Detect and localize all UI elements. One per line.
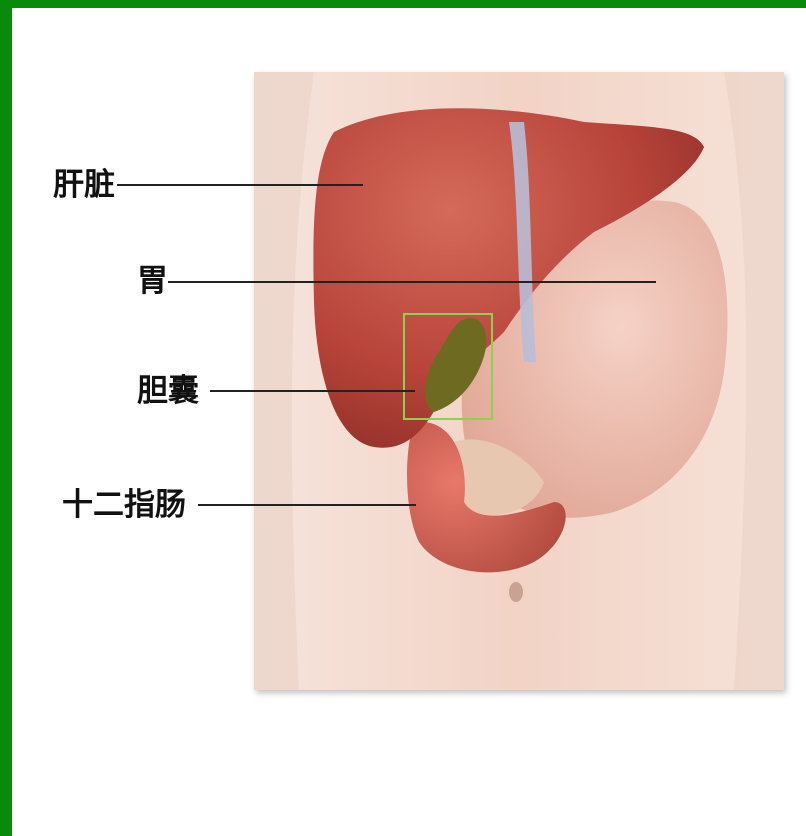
- label-stomach: 胃: [137, 266, 168, 297]
- label-gallbladder: 胆囊: [137, 376, 199, 407]
- leader-line-stomach: [168, 281, 656, 283]
- leader-line-duodenum: [198, 504, 416, 506]
- green-frame-left: [0, 0, 12, 836]
- label-duodenum: 十二指肠: [62, 490, 186, 521]
- label-liver: 肝脏: [53, 170, 115, 201]
- anatomy-svg: [254, 72, 784, 690]
- anatomy-illustration: [254, 72, 784, 690]
- green-frame-top: [0, 0, 806, 8]
- navel: [509, 582, 523, 602]
- leader-line-liver: [117, 184, 363, 186]
- leader-line-gallbladder: [210, 390, 415, 392]
- gallbladder-highlight-box: [403, 313, 493, 420]
